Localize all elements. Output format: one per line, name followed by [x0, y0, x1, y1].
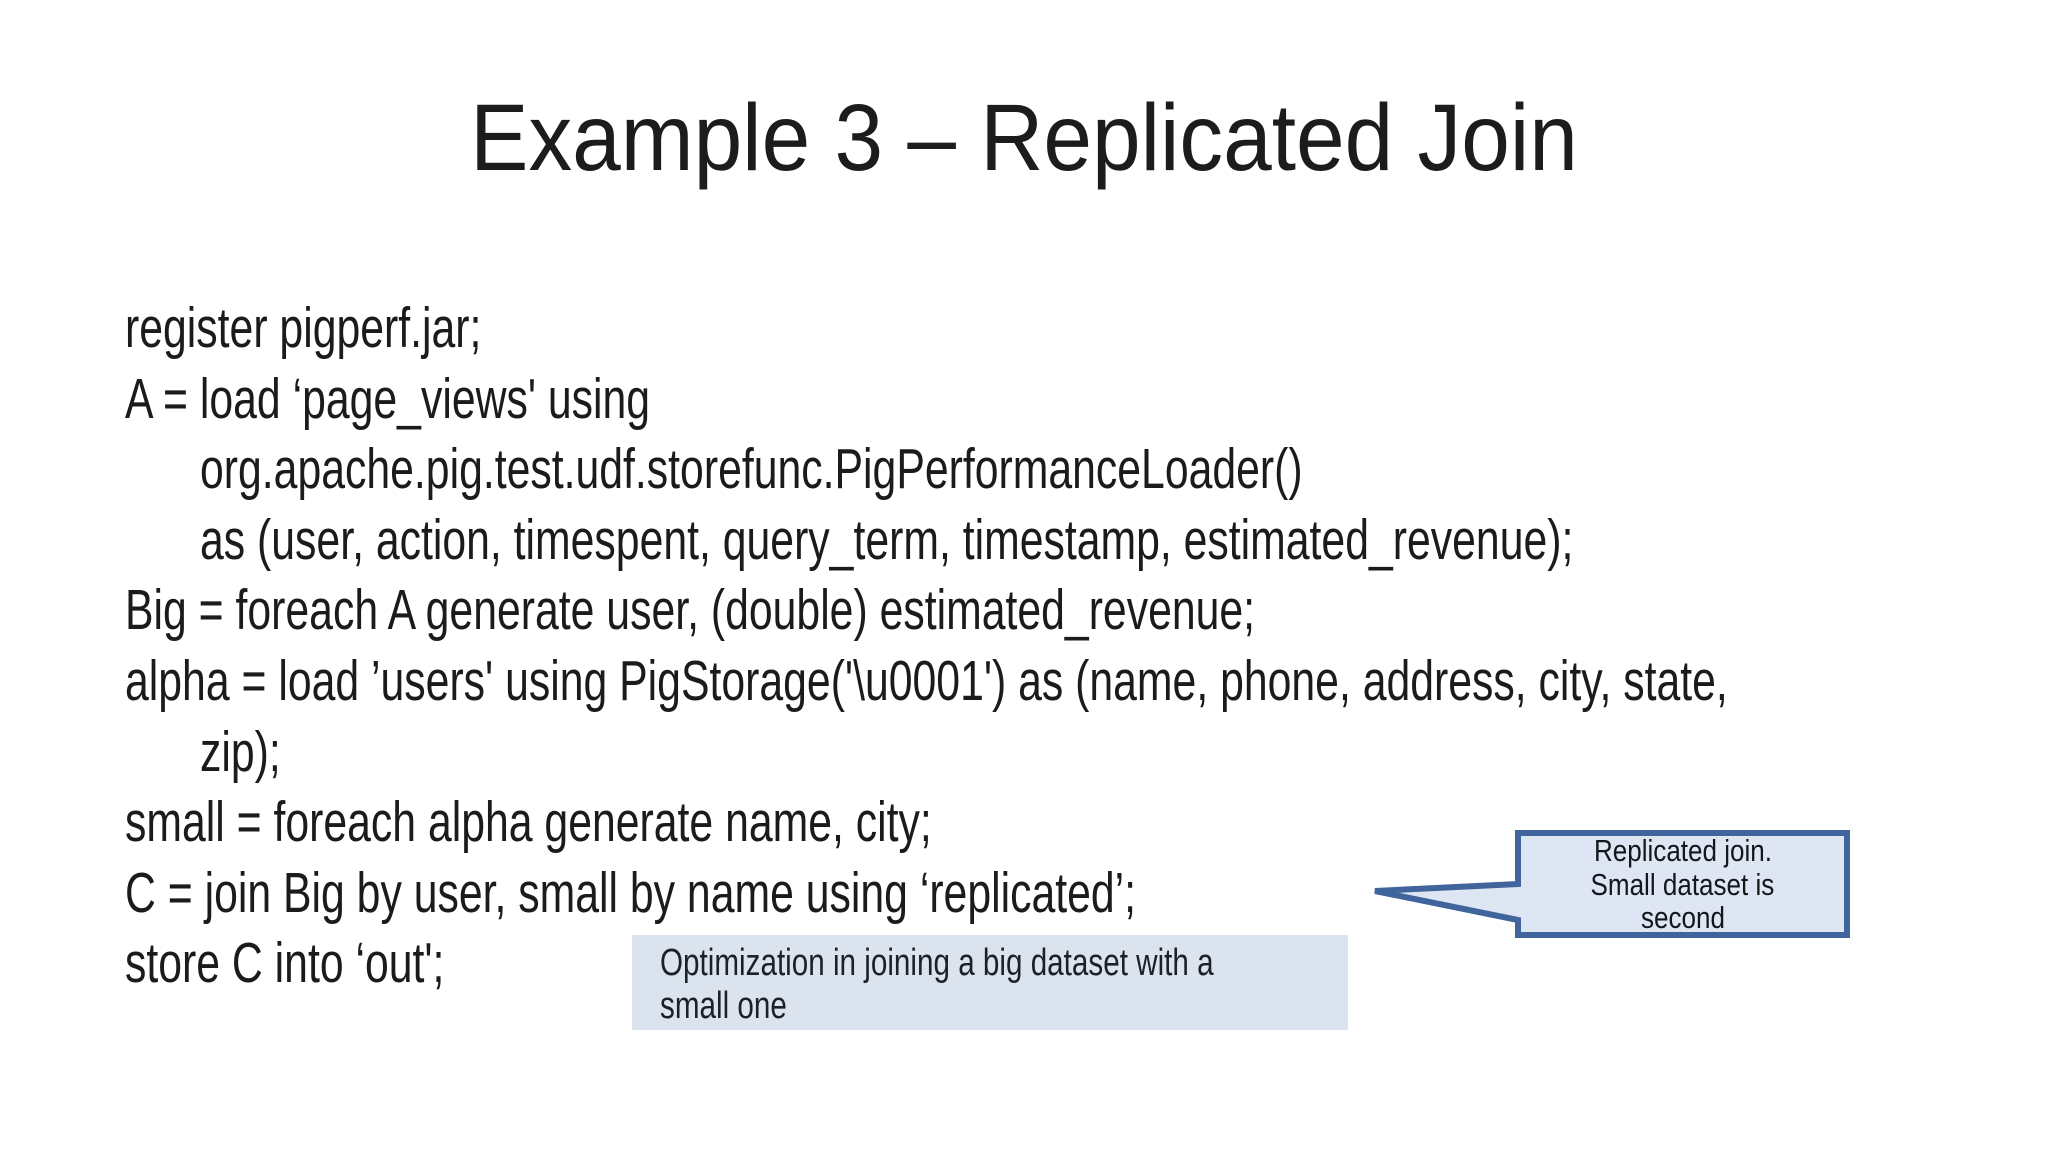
slide-title-text: Example 3 – Replicated Join [470, 85, 1578, 191]
code-line: C = join Big by user, small by name usin… [125, 860, 1137, 925]
code-block: register pigperf.jar; A = load ‘page_vie… [125, 293, 2005, 999]
code-line: zip); [200, 719, 281, 784]
code-line: A = load ‘page_views' using [125, 366, 651, 431]
note-box: Optimization in joining a big dataset wi… [632, 935, 1348, 1030]
callout-line: Replicated join. [1593, 833, 1772, 869]
code-line: org.apache.pig.test.udf.storefunc.PigPer… [200, 437, 1303, 502]
code-line: small = foreach alpha generate name, cit… [125, 790, 932, 855]
code-line: as (user, action, timespent, query_term,… [200, 507, 1574, 572]
callout-line: second [1640, 900, 1725, 936]
code-line: Big = foreach A generate user, (double) … [125, 578, 1256, 643]
note-box-line: Optimization in joining a big dataset wi… [660, 942, 1214, 984]
slide-title: Example 3 – Replicated Join [0, 78, 2048, 198]
note-box-line: small one [660, 985, 787, 1027]
code-line: register pigperf.jar; [125, 296, 482, 360]
callout-line: Small dataset is [1590, 866, 1775, 902]
callout-text: Replicated join. Small dataset is second [1518, 834, 1847, 935]
code-line: alpha = load ’users' using PigStorage('\… [125, 648, 1728, 713]
code-line: store C into ‘out'; [125, 931, 445, 996]
